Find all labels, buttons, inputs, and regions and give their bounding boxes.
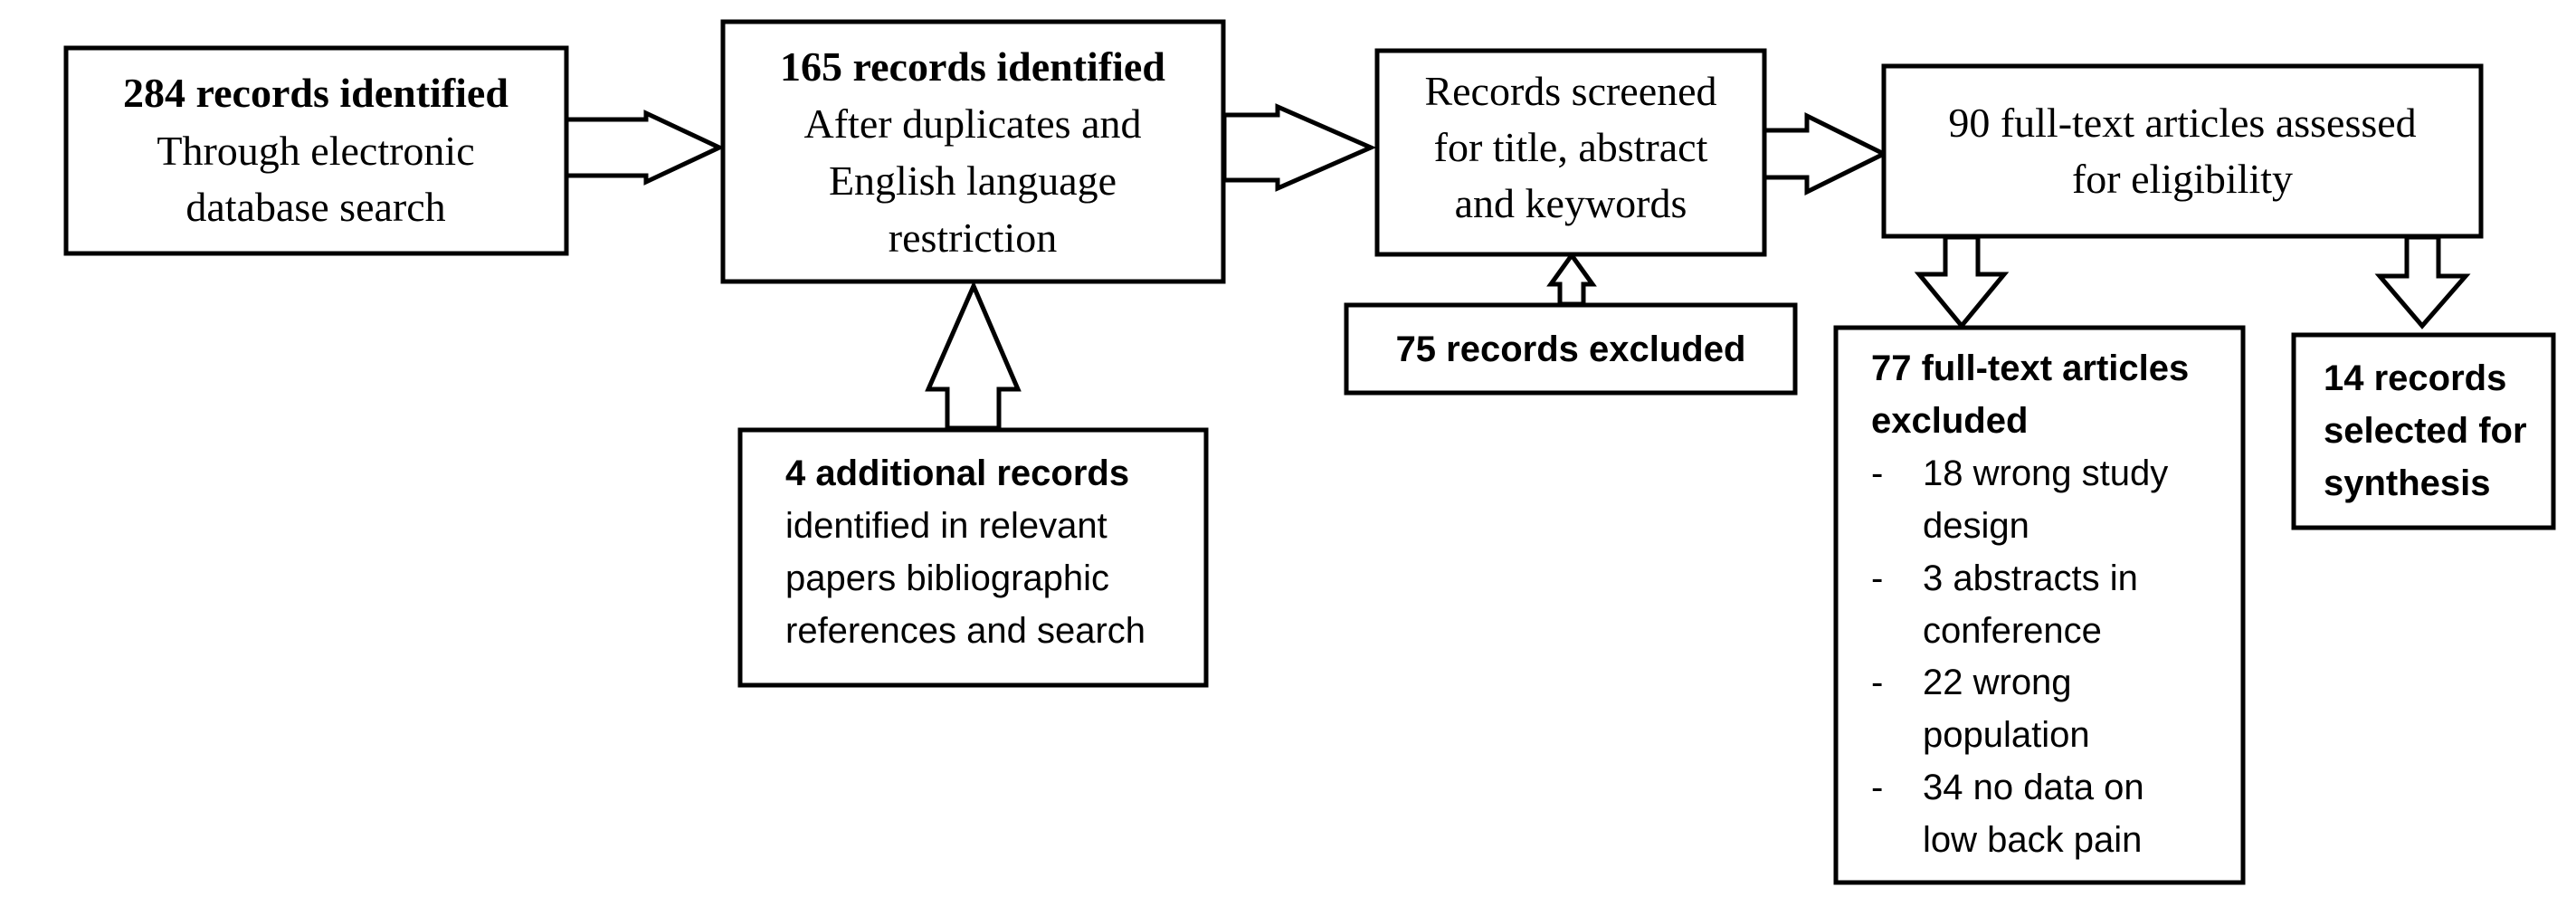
exclusion-reason-line1: 34 no data on	[1923, 768, 2144, 807]
selected-box: 14 records selected for synthesis	[2291, 332, 2556, 530]
deduplicated-line1: After duplicates and	[804, 100, 1142, 147]
additional-line1: identified in relevant	[785, 506, 1107, 546]
identified-title: 284 records identified	[123, 70, 509, 116]
arrow-assessed-to-selected	[2374, 234, 2471, 329]
exclusion-reason-line1: 22 wrong	[1923, 663, 2072, 702]
deduplicated-line2: English language	[829, 157, 1117, 204]
screened-line1: Records screened	[1424, 68, 1716, 114]
selected-line2: selected for	[2324, 411, 2527, 451]
exclusion-reason-line2: conference	[1923, 611, 2102, 651]
assessed-line2: for eligibility	[2072, 156, 2293, 202]
arrow-identified-to-deduplicated	[564, 110, 725, 186]
additional-box: 4 additional records identified in relev…	[737, 427, 1209, 688]
identified-line1: Through electronic	[157, 128, 474, 174]
arrow-screened-to-assessed	[1762, 111, 1889, 196]
fulltext-excluded-box: 77 full-text articles excluded - 18 wron…	[1833, 325, 2246, 885]
assessed-box: 90 full-text articles assessed for eligi…	[1881, 63, 2484, 239]
additional-line2: papers bibliographic	[785, 558, 1109, 598]
additional-title: 4 additional records	[785, 453, 1129, 493]
fulltext-excluded-title2: excluded	[1871, 401, 2028, 441]
additional-line3: references and search	[785, 611, 1145, 651]
arrow-excluded-to-screened	[1546, 251, 1597, 307]
arrow-assessed-to-fulltext-excluded	[1914, 234, 2010, 329]
arrow-deduplicated-to-screened	[1221, 103, 1377, 192]
exclusion-reason-item: - 18 wrong study design	[1871, 453, 2168, 546]
exclusion-reason-bullet: -	[1871, 558, 1883, 598]
exclusion-reason-bullet: -	[1871, 663, 1883, 702]
exclusion-reason-line1: 3 abstracts in	[1923, 558, 2138, 598]
selected-line3: synthesis	[2324, 463, 2491, 503]
screen-excluded-title: 75 records excluded	[1396, 329, 1746, 369]
exclusion-reason-item: - 34 no data on low back pain	[1871, 768, 2144, 860]
exclusion-reason-item: - 22 wrong population	[1871, 663, 2090, 755]
exclusion-reason-line2: population	[1923, 715, 2090, 755]
screened-box: Records screened for title, abstract and…	[1374, 48, 1767, 257]
exclusion-reason-bullet: -	[1871, 768, 1883, 807]
deduplicated-title: 165 records identified	[780, 43, 1165, 90]
exclusion-reason-line1: 18 wrong study	[1923, 453, 2168, 493]
assessed-line1: 90 full-text articles assessed	[1948, 100, 2416, 146]
deduplicated-box: 165 records identified After duplicates …	[720, 19, 1226, 284]
exclusion-reason-item: - 3 abstracts in conference	[1871, 558, 2138, 651]
exclusion-reason-line2: low back pain	[1923, 820, 2142, 860]
exclusion-reason-line2: design	[1923, 506, 2029, 546]
identified-box: 284 records identified Through electroni…	[63, 45, 569, 256]
exclusion-reason-bullet: -	[1871, 453, 1883, 493]
deduplicated-line3: restriction	[889, 215, 1058, 261]
screened-line2: for title, abstract	[1434, 124, 1708, 170]
fulltext-excluded-title1: 77 full-text articles	[1871, 348, 2189, 388]
selected-line1: 14 records	[2324, 358, 2506, 398]
screened-line3: and keywords	[1455, 180, 1687, 226]
identified-line2: database search	[185, 184, 445, 230]
arrow-additional-to-deduplicated	[925, 280, 1022, 431]
screen-excluded-box: 75 records excluded	[1344, 302, 1798, 396]
